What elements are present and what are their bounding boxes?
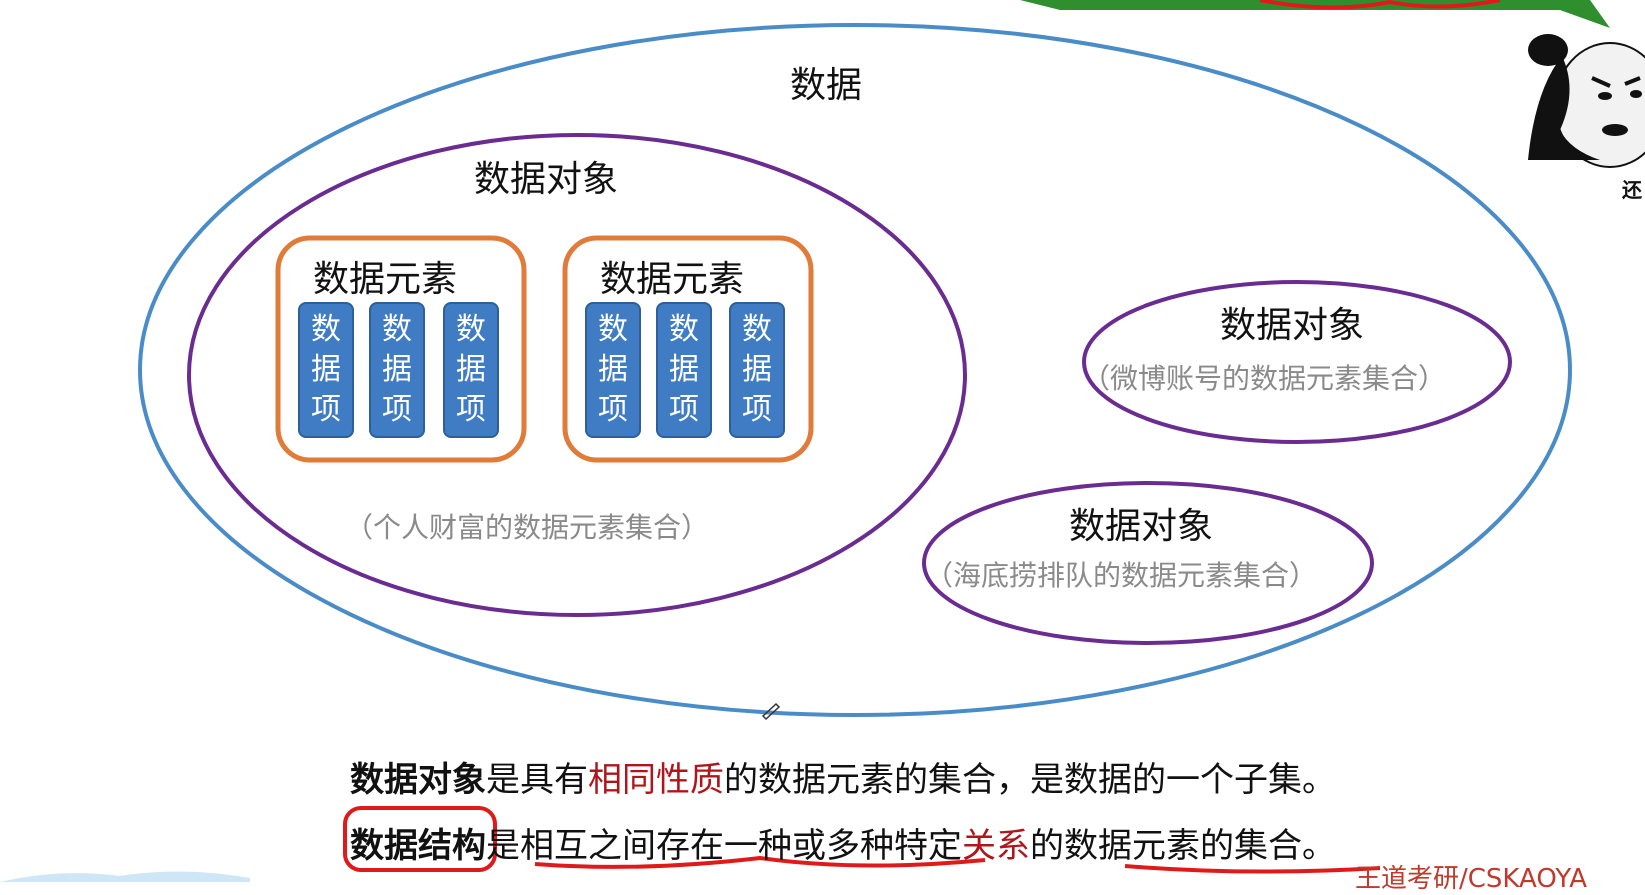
- data-item: 数据项: [369, 302, 425, 438]
- panda-meme-icon: [1528, 34, 1645, 168]
- red-underline-annotation-2: [1124, 864, 1381, 874]
- term-data-object: 数据对象: [350, 760, 486, 800]
- data-outer-ellipse: [138, 23, 1572, 717]
- data-element-label-2: 数据元素: [600, 259, 745, 300]
- data-item: 数据项: [585, 302, 641, 438]
- highlight-relation: 关系: [962, 826, 1030, 866]
- data-object-ellipse-wealth: [187, 133, 967, 617]
- term-data-structure: 数据结构: [350, 826, 486, 866]
- data-object-ellipse-weibo: [1082, 280, 1512, 444]
- data-item: 数据项: [729, 302, 785, 438]
- green-banner-fragment: [1020, 0, 1610, 28]
- pencil-cursor-icon: [761, 702, 781, 721]
- data-object-label-weibo: 数据对象: [1220, 305, 1365, 346]
- highlight-same-nature: 相同性质: [588, 760, 724, 800]
- data-element-box-1: [275, 235, 527, 463]
- data-item: 数据项: [298, 302, 354, 438]
- haidilao-caption: （海底捞排队的数据元素集合）: [925, 559, 1318, 592]
- data-object-ellipse-haidilao: [922, 481, 1374, 645]
- side-caption: 还: [1622, 178, 1642, 202]
- wealth-caption: （个人财富的数据元素集合）: [345, 511, 710, 544]
- data-object-label-wealth: 数据对象: [474, 159, 619, 200]
- cloud-decoration: [0, 871, 250, 882]
- definition-data-object: 数据对象是具有相同性质的数据元素的集合，是数据的一个子集。: [350, 760, 1336, 800]
- data-element-label-1: 数据元素: [313, 259, 458, 300]
- data-element-box-2: [562, 235, 814, 463]
- red-underline-annotation-1: [534, 855, 986, 869]
- data-item: 数据项: [656, 302, 712, 438]
- data-label: 数据: [790, 65, 863, 106]
- data-item: 数据项: [443, 302, 499, 438]
- watermark: 王道考研/CSKAOYA: [1355, 864, 1588, 894]
- weibo-caption: （微博账号的数据元素集合）: [1082, 362, 1447, 395]
- definition-data-structure: 数据结构是相互之间存在一种或多种特定关系的数据元素的集合。: [350, 826, 1336, 866]
- data-object-label-haidilao: 数据对象: [1069, 506, 1214, 547]
- red-circle-annotation: [343, 806, 497, 872]
- red-scribble: [1259, 0, 1501, 10]
